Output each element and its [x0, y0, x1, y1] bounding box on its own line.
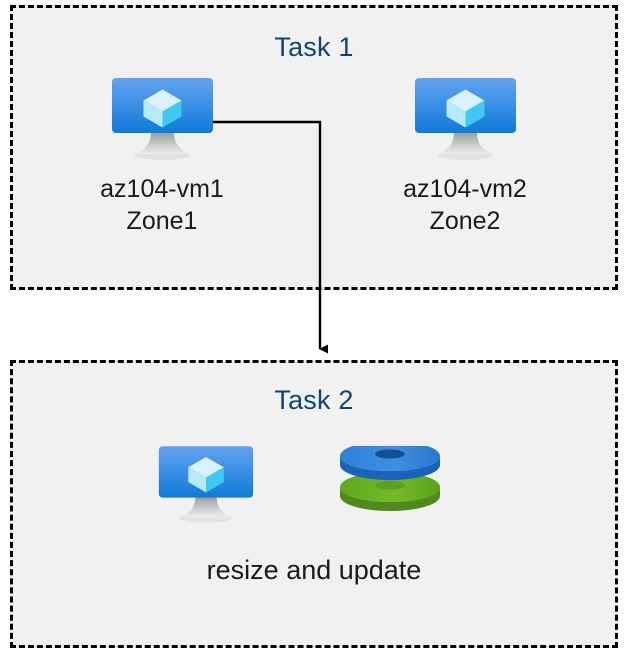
virtual-machine-icon [157, 446, 255, 523]
node-label-az104-vm1: az104-vm1 Zone1 [100, 175, 224, 235]
virtual-machine-icon [110, 78, 215, 160]
task-1-title: Task 1 [274, 32, 354, 62]
task-2-title: Task 2 [274, 385, 354, 415]
task-1-container: Task 1 [10, 5, 618, 290]
task-2-container: Task 2 [10, 360, 618, 648]
virtual-machine-icon [413, 78, 518, 160]
node-label-az104-vm2: az104-vm2 Zone2 [403, 175, 527, 235]
task-2-caption: resize and update [206, 555, 422, 585]
managed-disks-icon[interactable] [338, 446, 442, 522]
